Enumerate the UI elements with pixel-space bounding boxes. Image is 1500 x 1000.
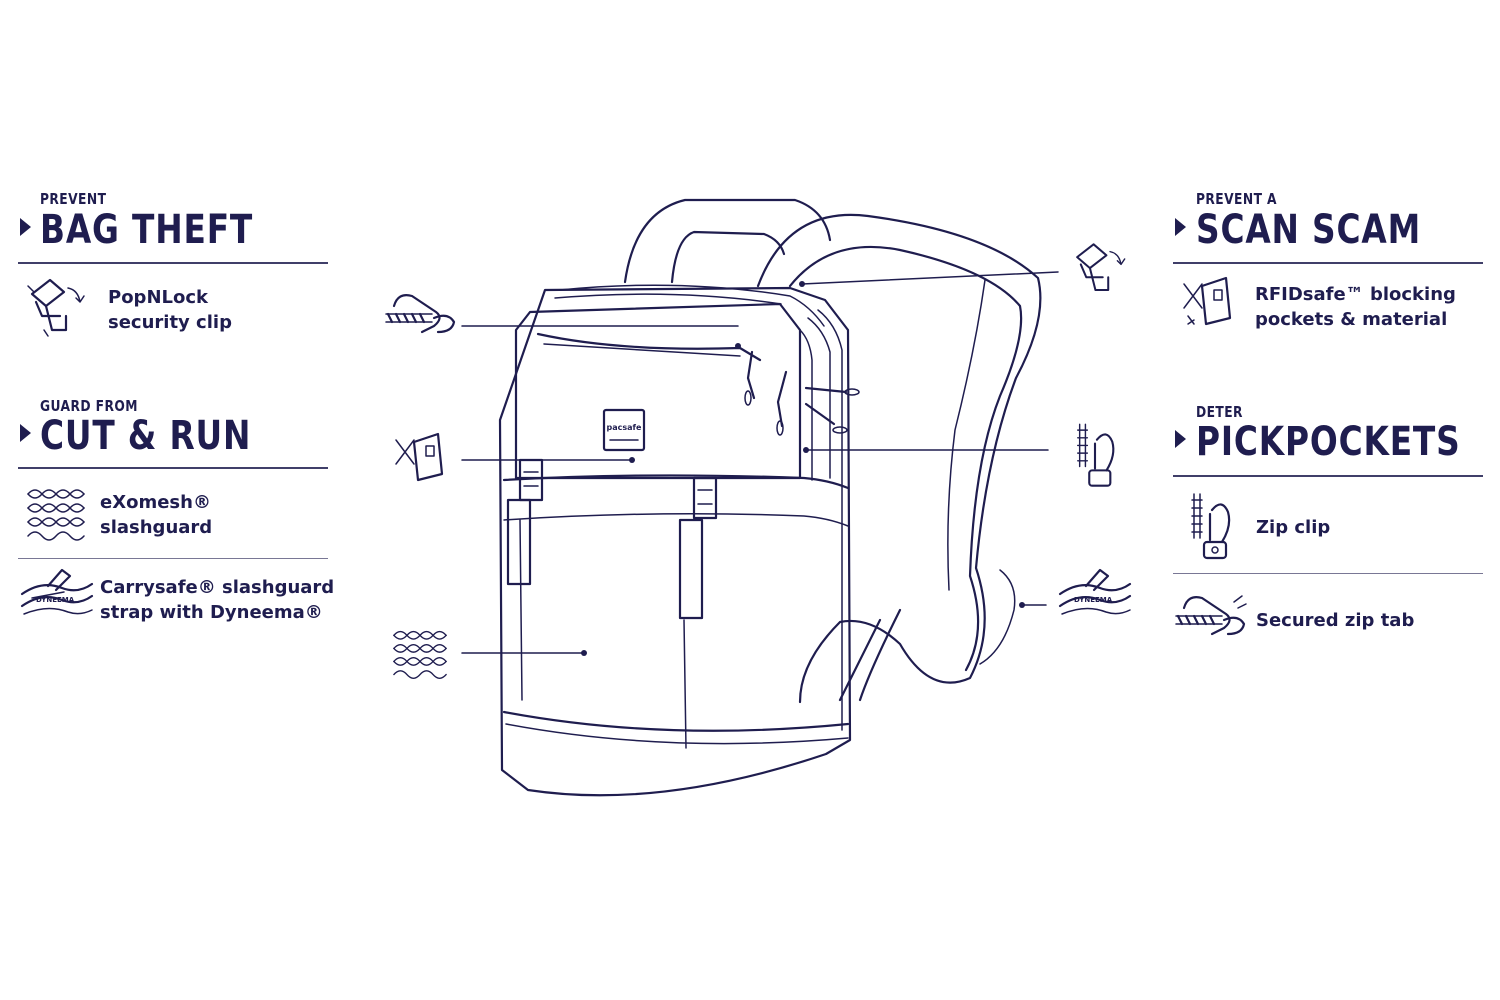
shoulder-strap: [756, 213, 1042, 704]
zip-tab-icon: [385, 294, 456, 334]
logo-text: pacsafe: [607, 423, 643, 432]
exomesh-label: eXomesh® slashguard: [100, 490, 212, 540]
divider: [1173, 262, 1483, 264]
rfidsafe-line2: pockets & material: [1255, 309, 1448, 330]
scan-scam-kicker: PREVENT A: [1196, 190, 1277, 208]
bag-body: [498, 286, 852, 797]
mesh-icon: [27, 489, 85, 541]
popnlock-clip-icon: [27, 278, 85, 337]
exomesh-line1: eXomesh®: [100, 492, 211, 513]
callout-lines: [461, 271, 1059, 656]
exomesh-line2: slashguard: [100, 517, 213, 538]
popnlock-line2: security clip: [108, 312, 232, 333]
divider: [18, 262, 328, 264]
rfidsafe-line1: RFIDsafe™ blocking: [1255, 284, 1456, 305]
zip-clip-icon: [1191, 493, 1231, 560]
rfid-card-icon: [1183, 276, 1232, 326]
bag-theft-arrow-icon: [20, 218, 31, 236]
popnlock-label: PopNLock security clip: [108, 285, 232, 335]
carrysafe-line2: strap with Dyneema®: [100, 602, 323, 623]
popnlock-line1: PopNLock: [108, 287, 208, 308]
pickpockets-heading: PICKPOCKETS: [1196, 419, 1461, 465]
divider: [18, 467, 328, 469]
zip-clip-icon: [1077, 423, 1115, 487]
dyneema-strap-icon: DYNEEMA: [20, 568, 94, 615]
scan-scam-heading: SCAN SCAM: [1196, 207, 1422, 253]
popnlock-clip-icon: [1076, 243, 1126, 292]
carrysafe-label: Carrysafe® slashguard strap with Dyneema…: [100, 575, 334, 625]
secured-zip-tab-label: Secured zip tab: [1256, 608, 1414, 633]
cut-run-heading: CUT & RUN: [40, 413, 252, 459]
divider: [1173, 475, 1483, 477]
divider: [1173, 573, 1483, 574]
cut-run-kicker: GUARD FROM: [40, 397, 138, 415]
carrysafe-line1: Carrysafe® slashguard: [100, 577, 335, 598]
dyneema-strap-icon: DYNEEMA: [1058, 568, 1132, 615]
divider: [18, 558, 328, 559]
zip-tab-icon: [1175, 595, 1247, 636]
bag-theft-kicker: PREVENT: [40, 190, 107, 208]
top-handle: [623, 198, 832, 284]
pickpockets-kicker: DETER: [1196, 403, 1243, 421]
secured-zip-tab-line1: Secured zip tab: [1256, 610, 1415, 631]
svg-text:DYNEEMA: DYNEEMA: [1074, 596, 1113, 604]
bag-theft-heading: BAG THEFT: [40, 207, 254, 253]
cut-run-arrow-icon: [20, 424, 31, 442]
mesh-icon: [393, 630, 447, 679]
rfid-card-icon: [395, 432, 444, 482]
rfidsafe-label: RFIDsafe™ blocking pockets & material: [1255, 282, 1456, 332]
logo-patch: [602, 408, 646, 452]
zip-clip-line1: Zip clip: [1256, 517, 1331, 538]
pickpockets-arrow-icon: [1175, 430, 1186, 448]
zip-clip-label: Zip clip: [1256, 515, 1330, 540]
scan-scam-arrow-icon: [1175, 218, 1186, 236]
svg-text:DYNEEMA: DYNEEMA: [36, 596, 75, 604]
